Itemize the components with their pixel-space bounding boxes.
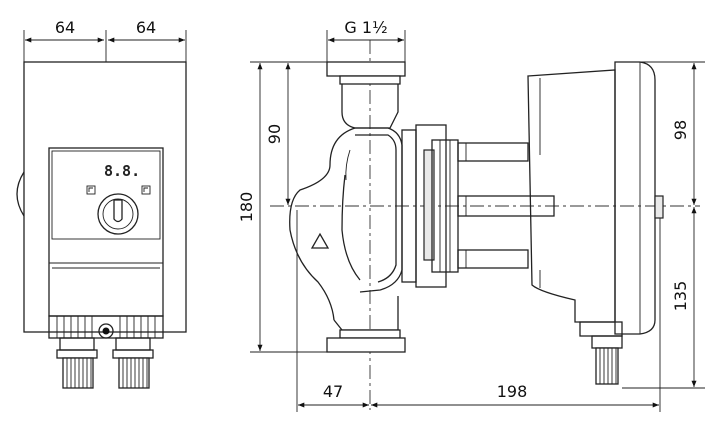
- display-panel: [51, 150, 161, 240]
- top-flange: [326, 61, 406, 129]
- side-cable-gland: [579, 321, 623, 385]
- dim-label-height-upper: 90: [265, 124, 284, 144]
- tie-bolts: [457, 142, 555, 269]
- knob-pointer: [113, 199, 123, 223]
- terminal-screw: [98, 323, 114, 339]
- front-view: 8.8.: [16, 18, 187, 389]
- cover-knob: [654, 195, 664, 219]
- mode-left-icon: [86, 185, 96, 195]
- front-housing-outline: [23, 61, 187, 333]
- dim-label-front-left: 64: [55, 18, 75, 37]
- dim-label-front-right: 64: [136, 18, 156, 37]
- dim-label-offset-left: 47: [323, 382, 343, 401]
- mode-right-icon: [141, 185, 151, 195]
- dim-height-total: 180: [237, 61, 327, 353]
- motor-flange: [415, 124, 447, 288]
- dim-label-motor-upper: 98: [671, 120, 690, 140]
- volute-upper: [329, 127, 356, 166]
- dim-label-connection: G 1½: [344, 18, 387, 37]
- dim-length-bottom: 47 198: [296, 210, 661, 412]
- flow-arrow-icon: [310, 232, 330, 249]
- cable-gland-right: [112, 337, 154, 389]
- volute-left: [289, 164, 335, 321]
- display-readout: 8.8.: [104, 162, 140, 180]
- bottom-flange: [326, 296, 406, 353]
- dim-front-width: 64 64: [23, 18, 187, 62]
- dim-label-height-total: 180: [237, 192, 256, 223]
- terminal-box: [48, 315, 164, 339]
- terminal-ribs: [56, 316, 156, 338]
- cable-gland-left: [56, 337, 98, 389]
- dim-label-motor-lower: 135: [671, 281, 690, 312]
- electronics-cover: [614, 61, 656, 335]
- dim-connection: G 1½: [326, 18, 406, 62]
- dim-motor-right: 98 135: [622, 61, 705, 389]
- front-side-bulge: [16, 171, 25, 217]
- control-knob: [97, 193, 139, 235]
- side-view: G 1½ 180 90 98 135 47: [237, 18, 705, 412]
- dim-label-length-right: 198: [497, 382, 528, 401]
- dim-height-upper: 90: [265, 63, 291, 205]
